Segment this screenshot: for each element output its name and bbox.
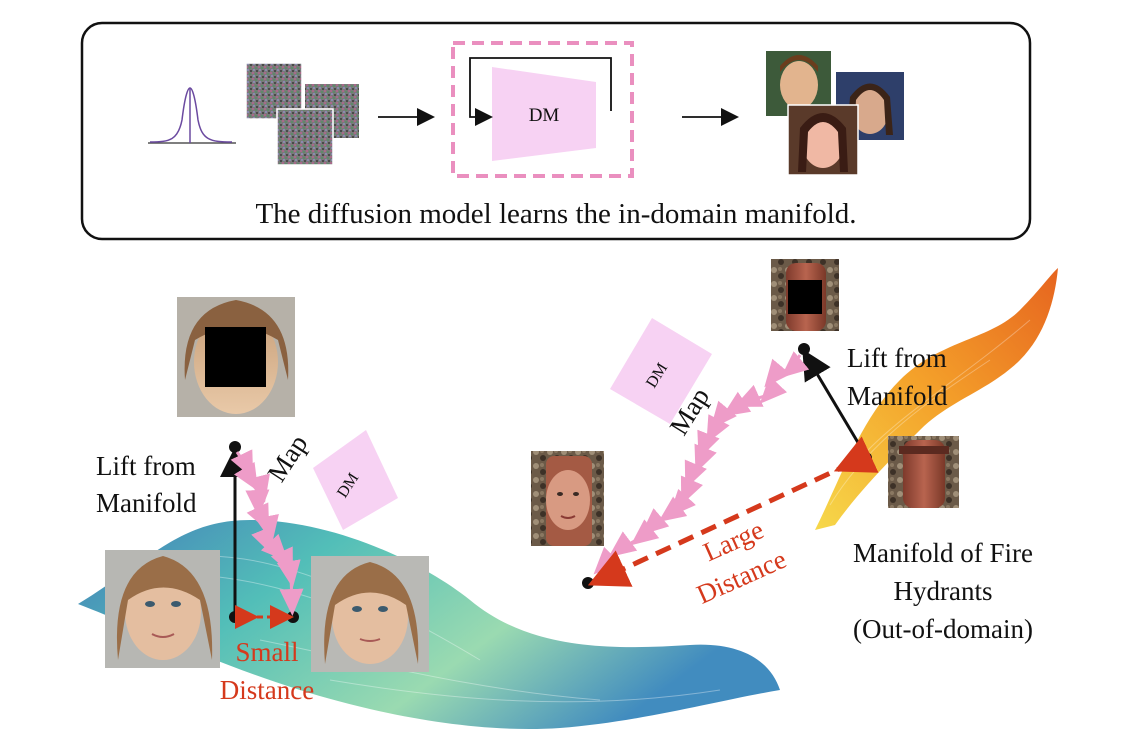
dm-dashed-box (451, 41, 634, 178)
noise-images (245, 62, 359, 166)
right-large-distance-arrow (587, 436, 879, 587)
top-panel-frame (80, 21, 1032, 241)
left-manifold-point (229, 611, 241, 623)
dm-block (492, 67, 596, 161)
right-manifold-label-line3: (Out-of-domain) (853, 614, 1033, 644)
left-distance-label-line1: Small (235, 637, 298, 667)
masked-face-input (177, 297, 295, 417)
right-manifold-point (860, 452, 872, 464)
left-map-label: Map (261, 429, 313, 487)
right-manifold-label-line1: Manifold of Fire (853, 538, 1033, 568)
top-panel-caption: The diffusion model learns the in-domain… (255, 198, 856, 230)
face-original-left (105, 550, 220, 668)
left-lift-label-line1: Lift from (96, 451, 196, 481)
gaussian-curve-icon (148, 87, 236, 144)
hydrant-mapped-face (531, 451, 604, 546)
right-lift-label-line1: Lift from (847, 343, 947, 373)
left-distance-label-line2: Distance (220, 675, 314, 705)
right-mapped-point (582, 577, 594, 589)
left-mapped-point (287, 611, 299, 623)
right-lift-label-line2: Manifold (847, 381, 948, 411)
face-reconstructed-left (311, 556, 429, 672)
dm-loop-arrow (469, 57, 612, 126)
right-manifold-label-line2: Hydrants (894, 576, 993, 606)
left-map-path (230, 449, 304, 616)
left-lift-label-line2: Manifold (96, 488, 197, 518)
right-lifted-point (798, 343, 810, 355)
left-dm-block (313, 430, 398, 530)
right-dm-block (610, 318, 712, 424)
hydrant-original (888, 436, 959, 508)
left-lifted-point (229, 441, 241, 453)
masked-hydrant-input (771, 259, 839, 331)
generated-faces (766, 51, 904, 176)
top-dm-label: DM (529, 105, 560, 126)
